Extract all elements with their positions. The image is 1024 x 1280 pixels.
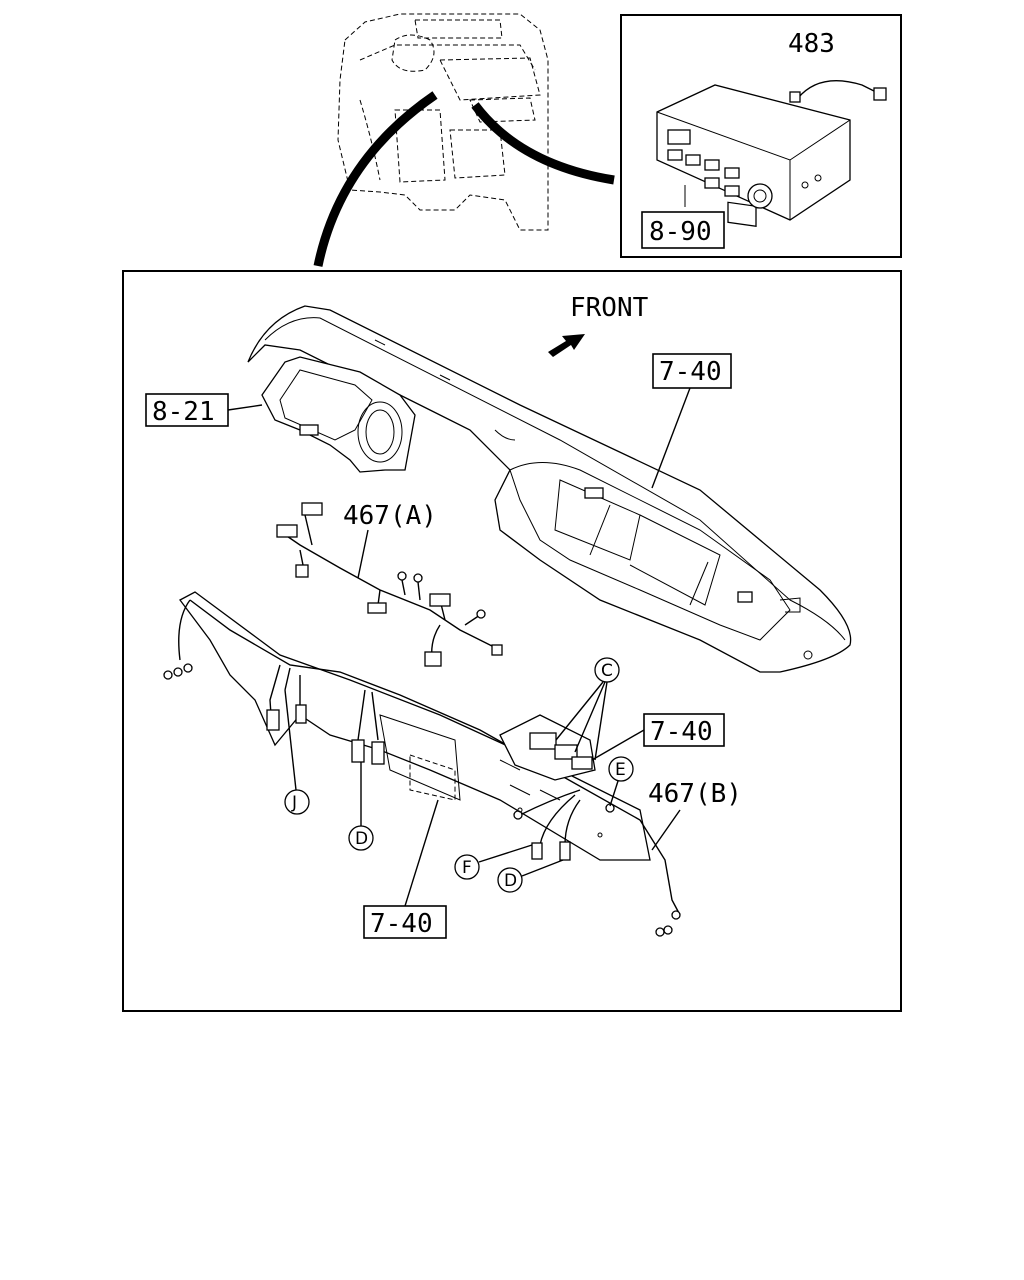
instrument-cluster-illustration [261, 356, 416, 473]
part-label-467b: 467(B) [648, 779, 742, 809]
main-diagram-frame [122, 270, 902, 1012]
harness-467a-illustration [276, 502, 503, 667]
part-box-8-90 [641, 211, 725, 249]
callout-j [284, 789, 310, 815]
instrument-panel-illustration [247, 305, 852, 673]
callout-e-letter: E [615, 760, 626, 780]
part-label-7-40-mid: 7-40 [650, 717, 713, 747]
radio-unit-illustration [656, 79, 887, 227]
callout-e [608, 756, 634, 782]
part-label-7-40-top: 7-40 [659, 357, 722, 387]
callout-f-letter: F [462, 858, 472, 878]
part-label-8-90: 8-90 [649, 217, 712, 247]
callout-d-left-letter: D [355, 829, 368, 849]
part-box-7-40-bottom [363, 905, 447, 939]
part-box-7-40-mid [643, 713, 725, 747]
callout-f [454, 854, 480, 880]
callout-c-letter: C [601, 661, 613, 681]
harness-467b-and-dash-frame-illustration [163, 591, 681, 937]
part-box-7-40-top [652, 353, 732, 389]
callout-d-right [497, 867, 523, 893]
callout-j-letter: J [291, 793, 297, 813]
radio-inset-frame [620, 14, 902, 258]
part-label-467a: 467(A) [343, 501, 437, 531]
cab-overview-illustration [313, 13, 615, 267]
part-label-483: 483 [788, 29, 835, 59]
front-arrow-icon [548, 334, 585, 357]
part-box-8-21 [145, 393, 229, 427]
front-label: FRONT [570, 293, 649, 323]
relay-block-illustration [499, 714, 596, 781]
callout-d-right-letter: D [504, 871, 517, 891]
part-label-8-21: 8-21 [152, 397, 215, 427]
part-label-7-40-bottom: 7-40 [370, 909, 433, 939]
